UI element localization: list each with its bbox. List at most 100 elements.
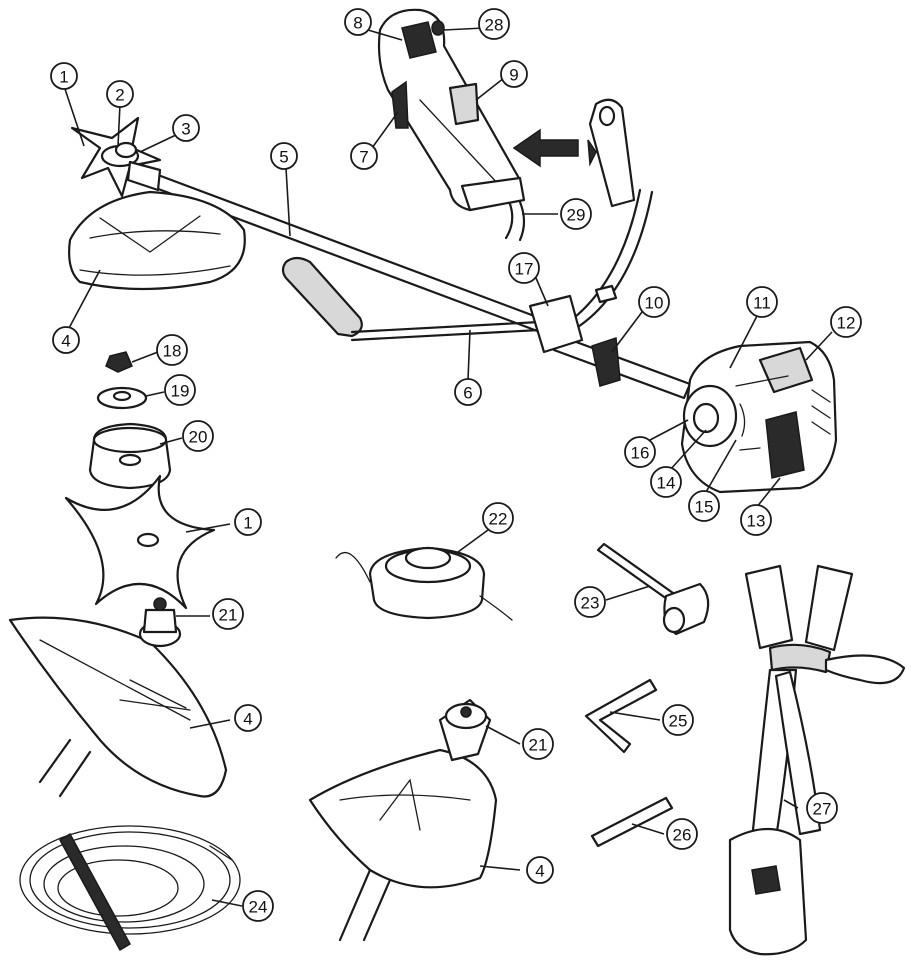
callout-6: 6 [454,378,482,406]
callout-number: 25 [669,712,688,731]
callout-number: 13 [747,512,766,531]
washer [96,386,148,410]
callout-circle [172,114,200,142]
callout-number: 19 [171,382,190,401]
callout-7: 7 [350,142,378,170]
nut [105,351,133,373]
callout-number: 16 [631,444,650,463]
callout-number: 1 [59,68,68,87]
callout-number: 17 [515,260,534,279]
support-cup [88,422,172,490]
callout-circle [478,8,510,40]
callout-number: 10 [645,294,664,313]
callout-4: 4 [234,704,262,732]
right-grip [587,98,636,208]
hex-key [584,678,658,754]
callout-circle [662,704,694,736]
callout-8: 8 [344,8,372,36]
shaft-clamp [591,336,621,387]
callout-25: 25 [662,704,694,736]
leader-lines [63,27,833,907]
callout-circle [560,198,592,230]
callout-circle [508,252,540,284]
callout-number: 20 [189,428,208,447]
cutting-line-coil [19,825,241,952]
callout-number: 11 [753,294,771,313]
callout-circle [650,466,682,498]
callout-circle [182,420,214,452]
callout-circle [164,374,196,406]
top-blade [70,116,162,198]
callout-number: 21 [219,606,238,625]
callout-circle [156,334,188,366]
callout-number: 22 [489,510,508,529]
callout-circle [212,598,244,630]
callout-number: 12 [837,314,856,333]
callout-number: 4 [535,862,544,881]
callout-3: 3 [172,114,200,142]
callout-circle [234,508,262,536]
callout-circle [688,490,720,522]
callout-4: 4 [52,326,80,354]
callout-10: 10 [638,286,670,318]
callout-14: 14 [650,466,682,498]
callout-28: 28 [478,8,510,40]
callout-20: 20 [182,420,214,452]
callout-1: 1 [234,508,262,536]
four-point-blade [64,474,216,610]
callout-12: 12 [830,306,862,338]
callout-number: 29 [567,206,586,225]
shoulder-harness [728,564,906,956]
callout-4: 4 [526,856,554,884]
callout-circle [234,704,262,732]
left-guard [8,597,228,798]
callout-number: 7 [359,148,368,167]
callout-number: 4 [243,710,252,729]
bottom-guard [308,698,498,942]
callout-circle [270,142,298,170]
callout-number: 21 [529,736,548,755]
callout-circle [624,436,656,468]
callout-16: 16 [624,436,656,468]
callout-9: 9 [500,60,528,88]
callout-number: 26 [673,826,692,845]
callout-circle [106,80,134,108]
callout-circle [482,502,514,534]
callout-19: 19 [164,374,196,406]
callout-circle [638,286,670,318]
locking-rod [590,796,674,848]
callout-27: 27 [806,792,838,824]
callout-circle [500,60,528,88]
callout-number: 14 [657,474,676,493]
callout-23: 23 [574,586,606,618]
handlebar [281,188,654,354]
callout-number: 27 [813,800,832,819]
callout-circle [830,306,862,338]
callout-circle [50,62,78,90]
callout-26: 26 [666,818,698,850]
callout-circle [344,8,372,36]
callout-11: 11 [746,286,778,318]
callout-number: 18 [163,342,182,361]
callout-number: 6 [463,384,472,403]
callout-circle [574,586,606,618]
callout-number: 1 [243,514,252,533]
box-wrench [596,542,710,636]
callout-2: 2 [106,80,134,108]
top-guard [68,190,246,291]
callout-17: 17 [508,252,540,284]
callout-number: 24 [249,898,268,917]
callout-21: 21 [522,728,554,760]
callout-18: 18 [156,334,188,366]
callout-circle [746,286,778,318]
callout-number: 28 [485,16,504,35]
callout-circle [454,378,482,406]
direction-arrow [512,128,579,168]
callout-number: 4 [61,332,70,351]
callout-24: 24 [242,890,274,922]
callout-5: 5 [270,142,298,170]
callout-circle [350,142,378,170]
callout-circle [666,818,698,850]
trimmer-head [335,546,513,621]
